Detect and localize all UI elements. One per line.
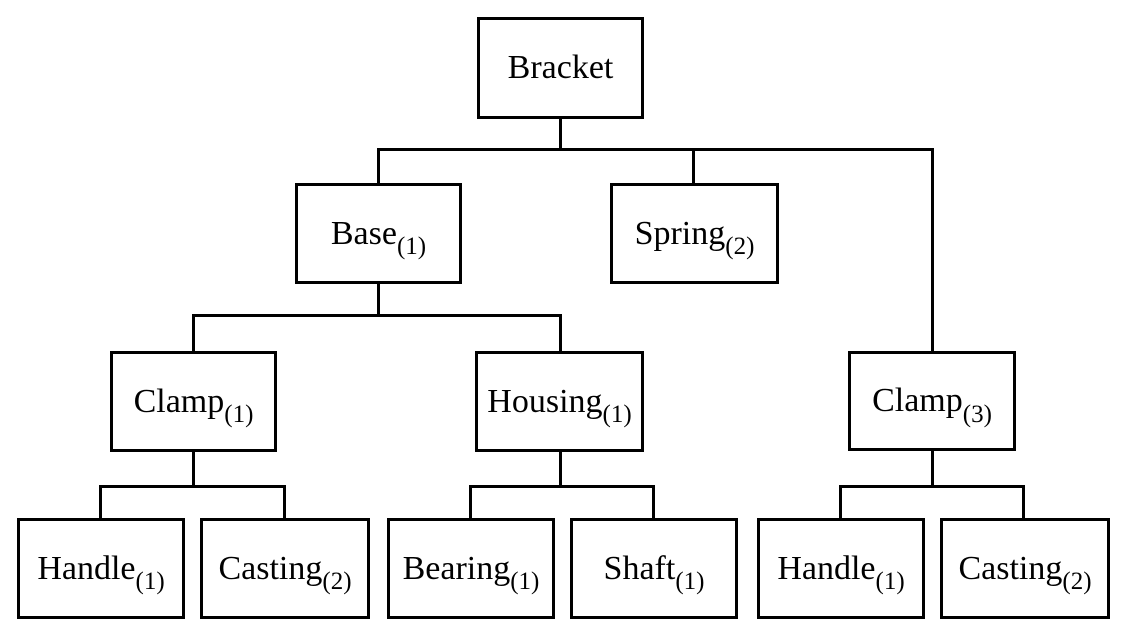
- node-base-qty: (1): [396, 233, 427, 260]
- node-clamp-left: Clamp(1): [110, 351, 277, 452]
- node-casting-left-label: Casting: [218, 549, 323, 587]
- node-casting-right: Casting(2): [940, 518, 1110, 619]
- node-casting-left: Casting(2): [200, 518, 370, 619]
- connector-clamp-right-bar: [839, 485, 1025, 488]
- node-base-label: Base: [330, 214, 397, 252]
- connector-clamp-left-bar: [99, 485, 286, 488]
- connector-drop-bearing: [469, 485, 472, 518]
- connector-base-bar: [192, 314, 562, 317]
- node-shaft: Shaft(1): [570, 518, 738, 619]
- node-handle-right-label: Handle: [777, 549, 876, 587]
- node-spring-label: Spring: [634, 214, 726, 252]
- node-clamp-left-qty: (1): [224, 401, 254, 428]
- connector-drop-spring: [692, 148, 695, 183]
- node-shaft-qty: (1): [675, 568, 705, 595]
- connector-drop-handle-left: [99, 485, 102, 518]
- node-handle-left: Handle(1): [17, 518, 185, 619]
- node-bearing: Bearing(1): [387, 518, 555, 619]
- node-housing: Housing(1): [475, 351, 644, 452]
- node-bearing-qty: (1): [510, 568, 540, 595]
- node-clamp-left-label: Clamp: [133, 382, 225, 420]
- connector-housing-bar: [469, 485, 655, 488]
- node-handle-right: Handle(1): [757, 518, 925, 619]
- node-handle-left-label: Handle: [37, 549, 136, 587]
- node-casting-right-qty: (2): [1062, 568, 1092, 595]
- node-bearing-label: Bearing: [402, 549, 511, 587]
- node-clamp-right-label: Clamp: [872, 382, 963, 419]
- connector-drop-clamp-right: [931, 148, 934, 351]
- node-spring: Spring(2): [610, 183, 779, 284]
- connector-drop-housing: [559, 314, 562, 351]
- node-handle-right-qty: (1): [875, 568, 905, 595]
- node-clamp-right: Clamp(3): [848, 351, 1016, 451]
- node-shaft-label: Shaft: [603, 549, 676, 587]
- connector-clamp-right-stub: [931, 451, 934, 488]
- connector-drop-clamp-left: [192, 314, 195, 351]
- node-housing-label: Housing: [487, 382, 603, 420]
- node-housing-qty: (1): [602, 401, 632, 428]
- node-bracket: Bracket: [477, 17, 644, 119]
- node-clamp-right-qty: (3): [962, 400, 992, 428]
- node-casting-right-label: Casting: [958, 549, 1063, 587]
- connector-drop-shaft: [652, 485, 655, 518]
- node-spring-qty: (2): [725, 233, 755, 260]
- connector-drop-handle-right: [839, 485, 842, 518]
- connector-level1-bar: [377, 148, 934, 151]
- node-handle-left-qty: (1): [135, 568, 165, 595]
- node-base: Base(1): [295, 183, 462, 284]
- connector-housing-stub: [559, 451, 562, 488]
- connector-base-stub: [377, 283, 380, 317]
- connector-drop-base: [377, 148, 380, 183]
- node-bracket-label: Bracket: [507, 49, 614, 86]
- connector-bracket-stub: [559, 118, 562, 151]
- connector-drop-casting-left: [283, 485, 286, 518]
- connector-clamp-left-stub: [192, 451, 195, 488]
- connector-drop-casting-right: [1022, 485, 1025, 518]
- node-casting-left-qty: (2): [322, 568, 352, 595]
